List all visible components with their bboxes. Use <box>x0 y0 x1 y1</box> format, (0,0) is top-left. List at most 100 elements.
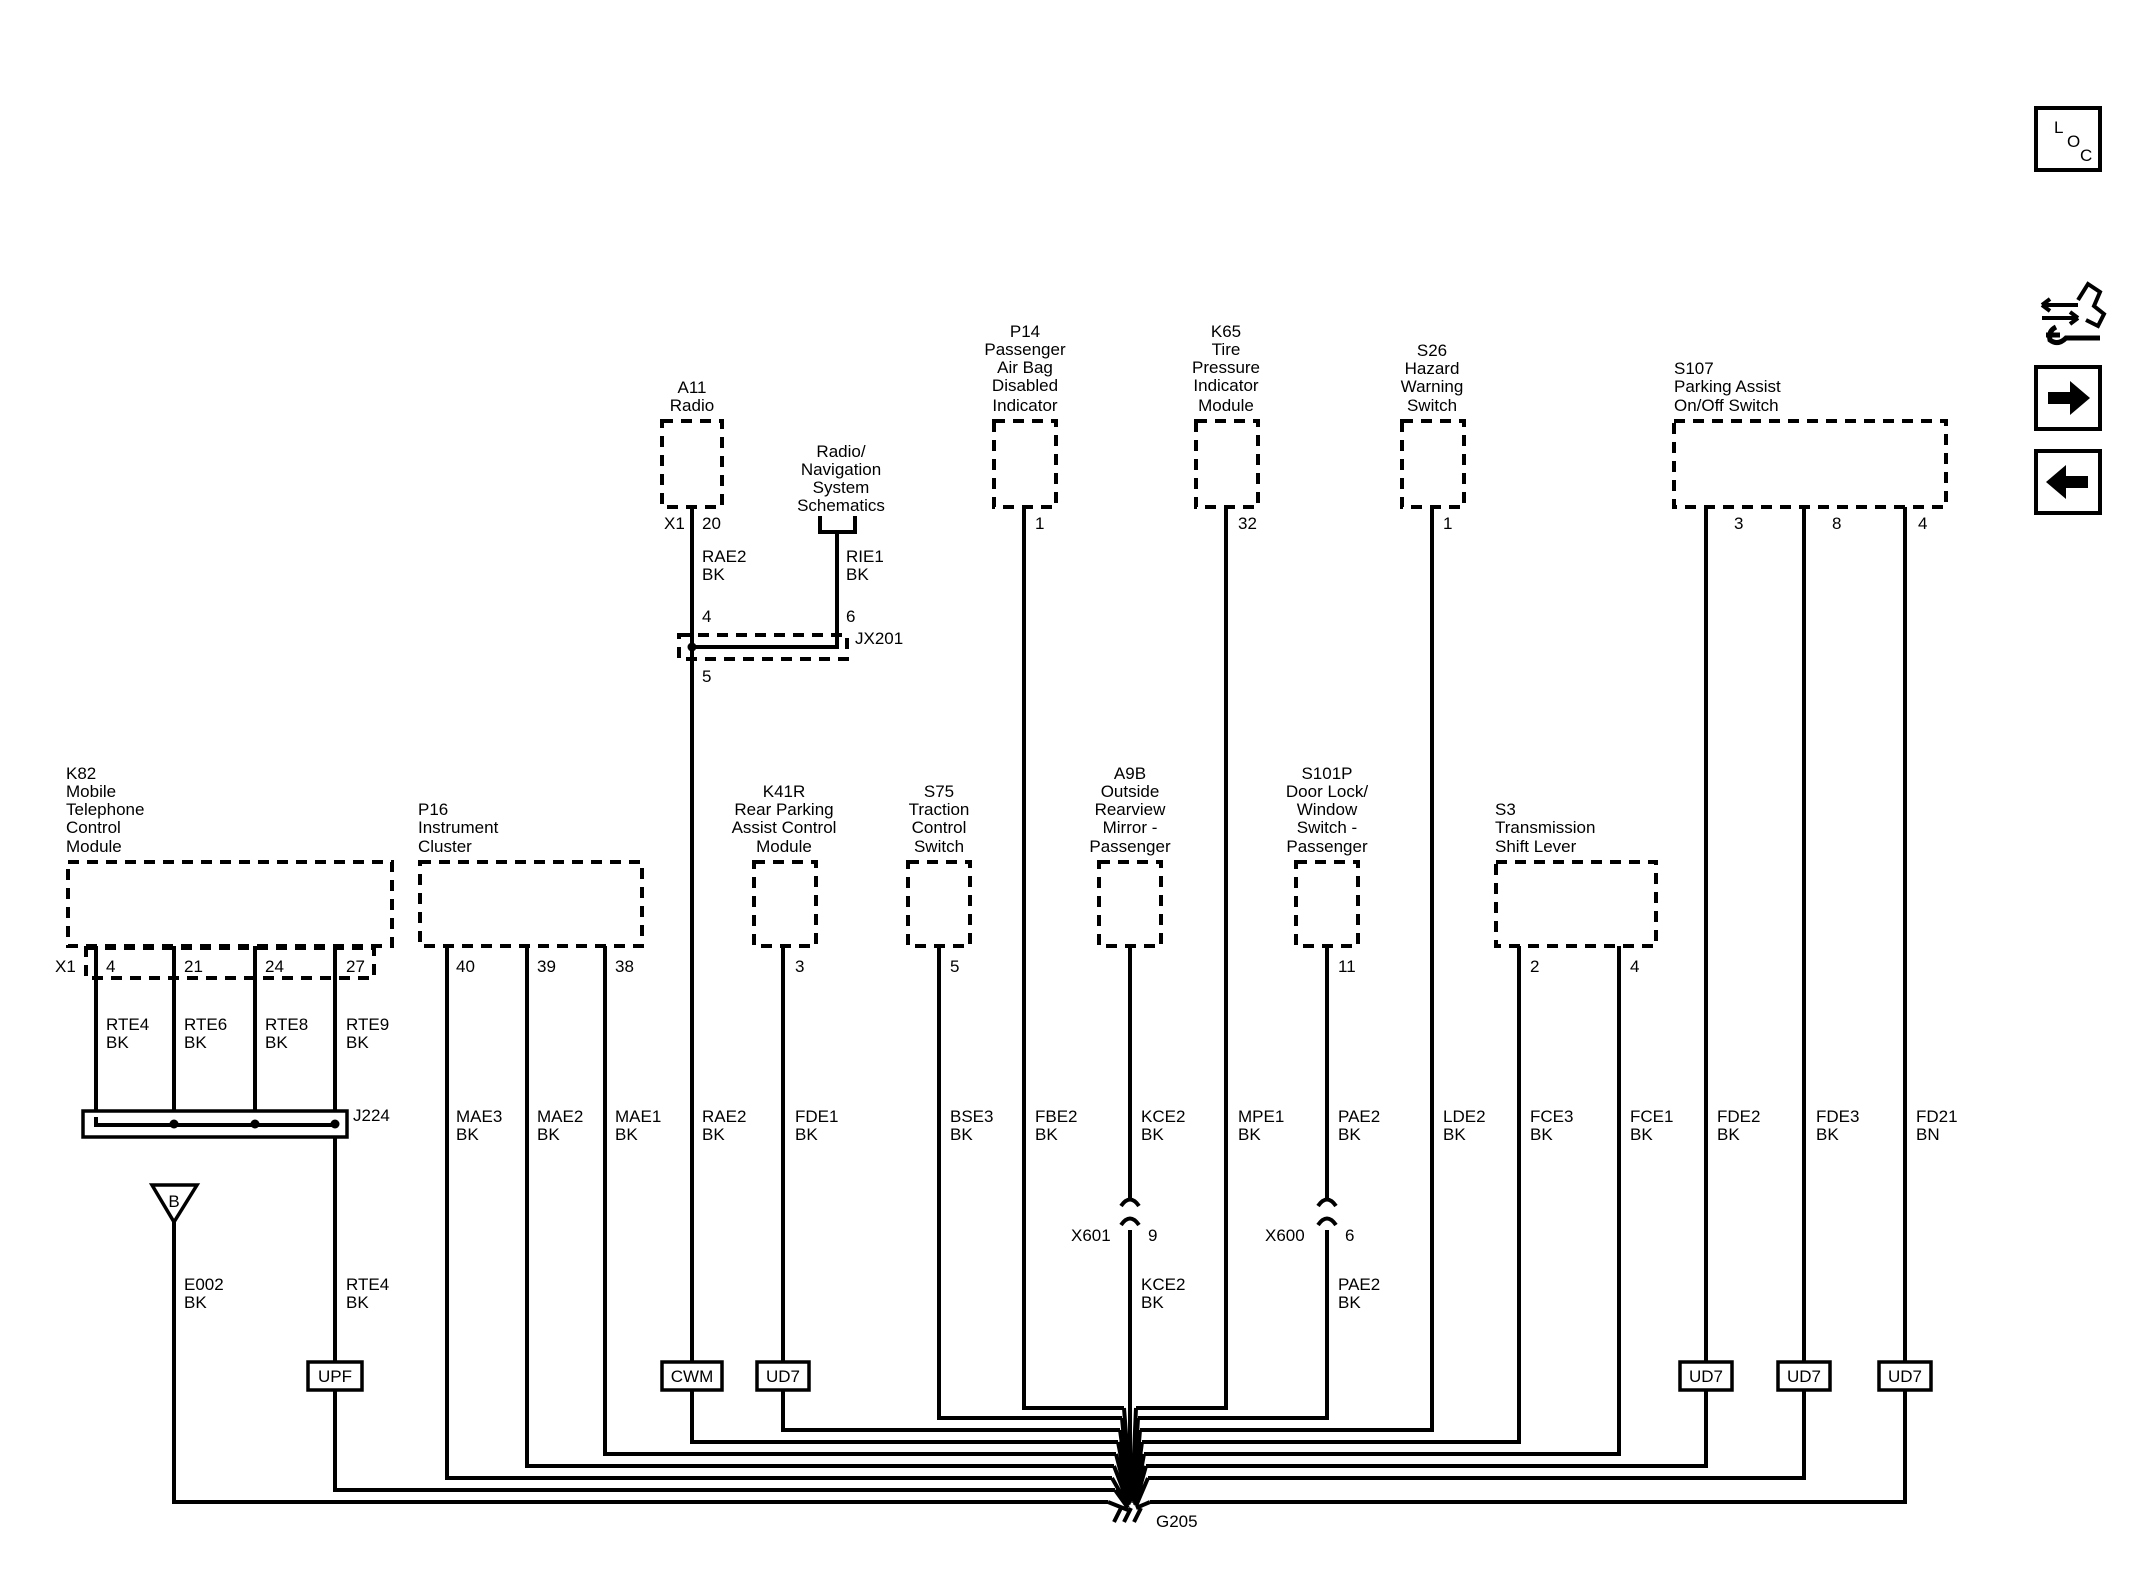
previous-page-button[interactable] <box>2034 449 2102 515</box>
wire-e002-id: E002 <box>184 1275 224 1294</box>
component-s26-hazard-switch[interactable]: S26 Hazard Warning Switch <box>1400 341 1466 509</box>
wire-e002-color: BK <box>184 1293 207 1312</box>
k65-id: K65 <box>1211 322 1241 341</box>
k41r-line-2: Rear Parking <box>734 800 833 819</box>
component-a11-radio[interactable]: A11 Radio <box>660 378 724 509</box>
j224-splice-dot <box>169 1119 179 1129</box>
wire-mae1-id: MAE1 <box>615 1107 661 1126</box>
wire-rte4-lower-color: BK <box>346 1293 369 1312</box>
wire-rte6-color: BK <box>184 1033 207 1052</box>
wire-pae2-top-color: BK <box>1338 1125 1361 1144</box>
j224-splice-dot <box>330 1119 340 1129</box>
location-tag-cwm[interactable]: CWM <box>660 1360 724 1392</box>
jx201-pin-6: 6 <box>846 607 855 626</box>
s107-line-2: Parking Assist <box>1674 377 1781 396</box>
s3-line-2: Transmission <box>1495 818 1595 837</box>
location-tag-upf[interactable]: UPF <box>306 1360 364 1392</box>
s26-id: S26 <box>1417 341 1447 360</box>
radio-nav-line-1: Radio/ <box>816 442 865 461</box>
component-s101p-door-lock-switch[interactable]: S101P Door Lock/ Window Switch - Passeng… <box>1286 764 1368 948</box>
inline-connector-x600[interactable] <box>1316 1197 1338 1227</box>
component-k41r-rear-parking-module[interactable]: K41R Rear Parking Assist Control Module <box>732 782 837 948</box>
component-k65-tire-pressure-module[interactable]: K65 Tire Pressure Indicator Module <box>1192 322 1260 509</box>
p16-pin-40: 40 <box>456 957 475 976</box>
connector-view-icon[interactable] <box>2040 281 2107 346</box>
a11-pin-20: 20 <box>702 514 721 533</box>
a11-name: Radio <box>670 396 714 415</box>
component-s3-shift-lever[interactable]: S3 Transmission Shift Lever <box>1494 800 1658 948</box>
p14-line-4: Disabled <box>992 376 1058 395</box>
wire-pae2-top-id: PAE2 <box>1338 1107 1380 1126</box>
s75-line-2: Traction <box>909 800 970 819</box>
k82-line-2: Mobile <box>66 782 116 801</box>
location-tag-ud7[interactable]: UD7 <box>1776 1360 1832 1392</box>
wire-paths <box>81 507 1907 1512</box>
next-page-button[interactable] <box>2034 365 2102 431</box>
wire-rae2-top-id: RAE2 <box>702 547 746 566</box>
p16-pin-38: 38 <box>615 957 634 976</box>
location-tag-ud7[interactable]: UD7 <box>1678 1360 1734 1392</box>
wire-mae1-color: BK <box>615 1125 638 1144</box>
p16-line-2: Instrument <box>418 818 499 837</box>
wire-rte4-id: RTE4 <box>106 1015 149 1034</box>
wire-fde2-id: FDE2 <box>1717 1107 1760 1126</box>
wire-fbe2-color: BK <box>1035 1125 1058 1144</box>
component-p16-instrument-cluster[interactable]: P16 Instrument Cluster <box>418 800 644 948</box>
a9b-line-3: Rearview <box>1095 800 1167 819</box>
splice-jx201[interactable] <box>677 633 849 661</box>
s101p-line-5: Passenger <box>1286 837 1368 856</box>
tag-ud7-text: UD7 <box>1787 1367 1821 1386</box>
k65-line-2: Tire <box>1212 340 1241 359</box>
s3-id: S3 <box>1495 800 1516 819</box>
wire-fce1-color: BK <box>1630 1125 1653 1144</box>
location-tag-ud7[interactable]: UD7 <box>1877 1360 1933 1392</box>
s101p-line-2: Door Lock/ <box>1286 782 1368 801</box>
radio-nav-line-4: Schematics <box>797 496 885 515</box>
s75-line-4: Switch <box>914 837 964 856</box>
s75-pin-5: 5 <box>950 957 959 976</box>
s107-pin-8: 8 <box>1832 514 1841 533</box>
wire-mae2-id: MAE2 <box>537 1107 583 1126</box>
wire-fde2-color: BK <box>1717 1125 1740 1144</box>
a11-connector-x1: X1 <box>664 514 685 533</box>
s107-line-3: On/Off Switch <box>1674 396 1779 415</box>
previous-page-arrow-icon <box>2046 465 2088 499</box>
a9b-line-4: Mirror - <box>1103 818 1158 837</box>
wire-fde3-id: FDE3 <box>1816 1107 1859 1126</box>
jx201-pin-5: 5 <box>702 667 711 686</box>
component-k82-telephone-module[interactable]: K82 Mobile Telephone Control Module <box>66 764 394 980</box>
s3-pin-2: 2 <box>1530 957 1539 976</box>
location-tag-ud7[interactable]: UD7 <box>755 1360 811 1392</box>
s75-line-3: Control <box>912 818 967 837</box>
wire-lde2-color: BK <box>1443 1125 1466 1144</box>
component-p14-air-bag-indicator[interactable]: P14 Passenger Air Bag Disabled Indicator <box>984 322 1066 509</box>
k41r-pin-3: 3 <box>795 957 804 976</box>
component-s75-traction-switch[interactable]: S75 Traction Control Switch <box>906 782 972 948</box>
inline-connector-x601[interactable] <box>1119 1197 1141 1227</box>
tag-cwm-text: CWM <box>671 1367 713 1386</box>
ground-g205[interactable] <box>1112 1507 1143 1523</box>
ground-ref-letter: B <box>168 1192 179 1211</box>
a9b-id: A9B <box>1114 764 1146 783</box>
j224-label: J224 <box>353 1106 390 1125</box>
tag-ud7-text: UD7 <box>1888 1367 1922 1386</box>
loc-letter-l: L <box>2054 118 2063 137</box>
s101p-pin-11: 11 <box>1338 957 1356 976</box>
k65-pin-32: 32 <box>1238 514 1257 533</box>
wire-mpe1-color: BK <box>1238 1125 1261 1144</box>
loc-letter-c: C <box>2080 146 2092 165</box>
s26-line-4: Switch <box>1407 396 1457 415</box>
wire-fde1-id: FDE1 <box>795 1107 838 1126</box>
wire-fde1-color: BK <box>795 1125 818 1144</box>
ground-reference-b[interactable]: B <box>148 1183 201 1226</box>
k82-id: K82 <box>66 764 96 783</box>
jx201-label: JX201 <box>855 629 903 648</box>
component-a9b-outside-mirror[interactable]: A9B Outside Rearview Mirror - Passenger <box>1089 764 1171 948</box>
wire-fd21-color: BN <box>1916 1125 1940 1144</box>
component-s107-parking-assist-switch[interactable]: S107 Parking Assist On/Off Switch <box>1672 359 1948 509</box>
wire-rte8-color: BK <box>265 1033 288 1052</box>
radio-navigation-schematics-ref[interactable]: Radio/ Navigation System Schematics <box>797 442 885 534</box>
x600-pin-6: 6 <box>1345 1226 1354 1245</box>
loc-button[interactable]: L O C <box>2034 106 2102 172</box>
k65-line-5: Module <box>1198 396 1254 415</box>
